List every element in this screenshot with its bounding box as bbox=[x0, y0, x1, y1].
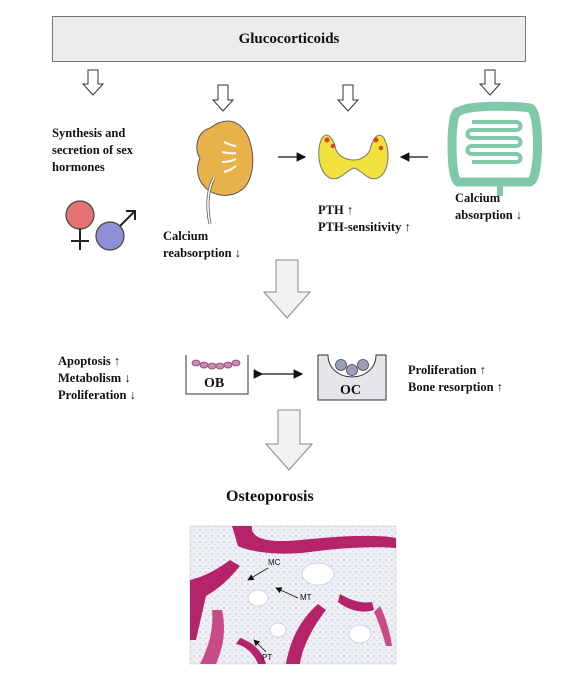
calcium-reabsorption-label: Calcium reabsorption ↓ bbox=[163, 229, 241, 260]
bone-micrograph-image bbox=[189, 525, 397, 665]
mc-label: MC bbox=[268, 558, 281, 567]
up-arrow-icon: ↑ bbox=[346, 203, 354, 217]
ob-cell-box bbox=[185, 355, 249, 395]
mt-label: MT bbox=[300, 593, 312, 602]
up-arrow-icon: ↑ bbox=[404, 220, 411, 234]
down-arrow-icon: ↓ bbox=[515, 208, 523, 222]
female-symbol-icon bbox=[65, 200, 95, 250]
down-arrow-1 bbox=[81, 69, 105, 96]
up-arrow-icon: ↑ bbox=[496, 380, 503, 394]
intestine-icon bbox=[447, 101, 542, 196]
ob-effects-label: Apoptosis ↑ Metabolism ↓ Proliferation ↓ bbox=[58, 354, 136, 402]
down-arrow-2 bbox=[211, 84, 235, 112]
down-arrow-icon: ↓ bbox=[234, 246, 241, 260]
male-symbol-icon bbox=[95, 210, 136, 251]
oc-effects-label: Proliferation ↑ Bone resorption ↑ bbox=[408, 363, 503, 394]
kidney-icon bbox=[196, 120, 254, 225]
oc-cell-box bbox=[317, 354, 387, 401]
pt-label: PT bbox=[262, 653, 272, 662]
sex-hormones-label: Synthesis and secretion of sex hormones bbox=[52, 126, 133, 174]
up-arrow-icon: ↑ bbox=[113, 354, 121, 368]
down-arrow-4 bbox=[478, 69, 502, 96]
osteoporosis-label: Osteoporosis bbox=[226, 488, 314, 505]
down-arrow-icon: ↓ bbox=[124, 371, 131, 385]
calcium-absorption-label: Calcium absorption ↓ bbox=[455, 191, 523, 222]
down-arrow-3 bbox=[336, 84, 360, 112]
down-arrow-icon: ↓ bbox=[129, 388, 136, 402]
ob-label: OB bbox=[204, 376, 225, 391]
glucocorticoids-box: Glucocorticoids bbox=[52, 16, 526, 62]
glucocorticoids-title: Glucocorticoids bbox=[238, 30, 340, 47]
up-arrow-icon: ↑ bbox=[479, 363, 486, 377]
big-down-arrow-2 bbox=[264, 409, 314, 471]
parathyroid-icon bbox=[318, 134, 389, 180]
pth-label: PTH ↑ PTH-sensitivity ↑ bbox=[318, 203, 411, 234]
big-down-arrow-1 bbox=[262, 259, 312, 319]
oc-label: OC bbox=[340, 383, 361, 398]
